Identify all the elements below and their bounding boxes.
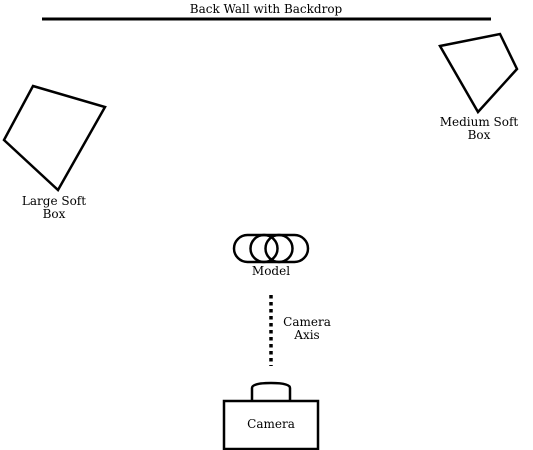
large-soft-box-shape: [2, 84, 107, 192]
camera-axis-label: Camera Axis: [276, 316, 338, 342]
model-head-right: [264, 233, 294, 264]
model-shape: [232, 233, 310, 264]
medium-soft-box-shape: [438, 32, 519, 115]
camera-axis-label-line1: Camera: [283, 315, 331, 329]
large-soft-box-label-line1: Large Soft: [21, 194, 87, 208]
camera-shape: [222, 381, 320, 450]
camera-label: Camera: [224, 418, 318, 431]
medium-soft-box-label: Medium Soft Box: [430, 116, 528, 142]
back-wall-label: Back Wall with Backdrop: [120, 3, 412, 16]
camera-axis-label-line2: Axis: [294, 328, 320, 342]
large-soft-box-label: Large Soft Box: [14, 195, 94, 221]
model-body: [232, 233, 310, 264]
model-label-text: Model: [251, 264, 291, 278]
camera-label-text: Camera: [247, 417, 295, 431]
model-label: Model: [236, 265, 306, 278]
back-wall-label-text: Back Wall with Backdrop: [189, 2, 343, 16]
camera-body: [222, 399, 320, 450]
model-head-left: [249, 233, 279, 264]
large-soft-box-label-line2: Box: [42, 207, 66, 221]
camera-lens: [250, 381, 292, 400]
medium-soft-box-label-line1: Medium Soft: [439, 115, 519, 129]
medium-soft-box-label-line2: Box: [467, 128, 491, 142]
